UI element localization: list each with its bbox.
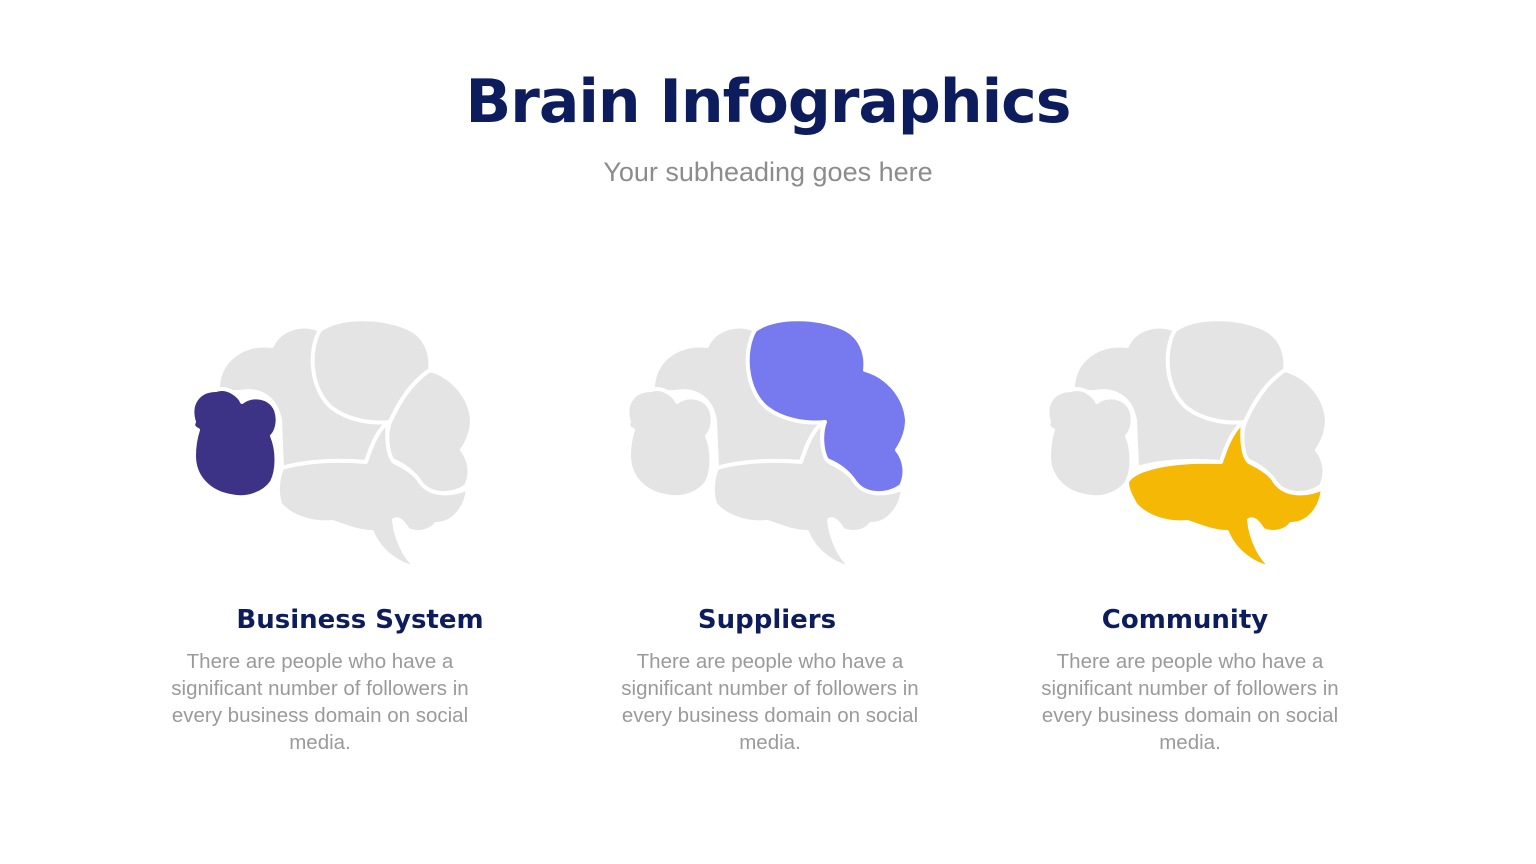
card-label: Community (1101, 605, 1269, 635)
card-description: There are people who have a significant … (1041, 650, 1339, 754)
card-description: There are people who have a significant … (171, 650, 469, 754)
brain-region-occipital (1045, 387, 1135, 500)
slide-title: Brain Infographics (465, 67, 1072, 137)
card-label: Suppliers (697, 605, 837, 635)
brain-icon (625, 317, 909, 570)
brain-icon (190, 317, 474, 570)
slide-subtitle: Your subheading goes here (603, 157, 933, 187)
card-description: There are people who have a significant … (621, 650, 919, 754)
card-label: Business System (236, 605, 484, 635)
brain-region-temporal (1125, 420, 1325, 570)
brain-region-occipital (625, 387, 715, 500)
brain-region-occipital (190, 387, 280, 500)
brain-region-temporal (275, 420, 470, 570)
brain-icon (1045, 317, 1329, 570)
brain-region-frontal (745, 317, 909, 495)
